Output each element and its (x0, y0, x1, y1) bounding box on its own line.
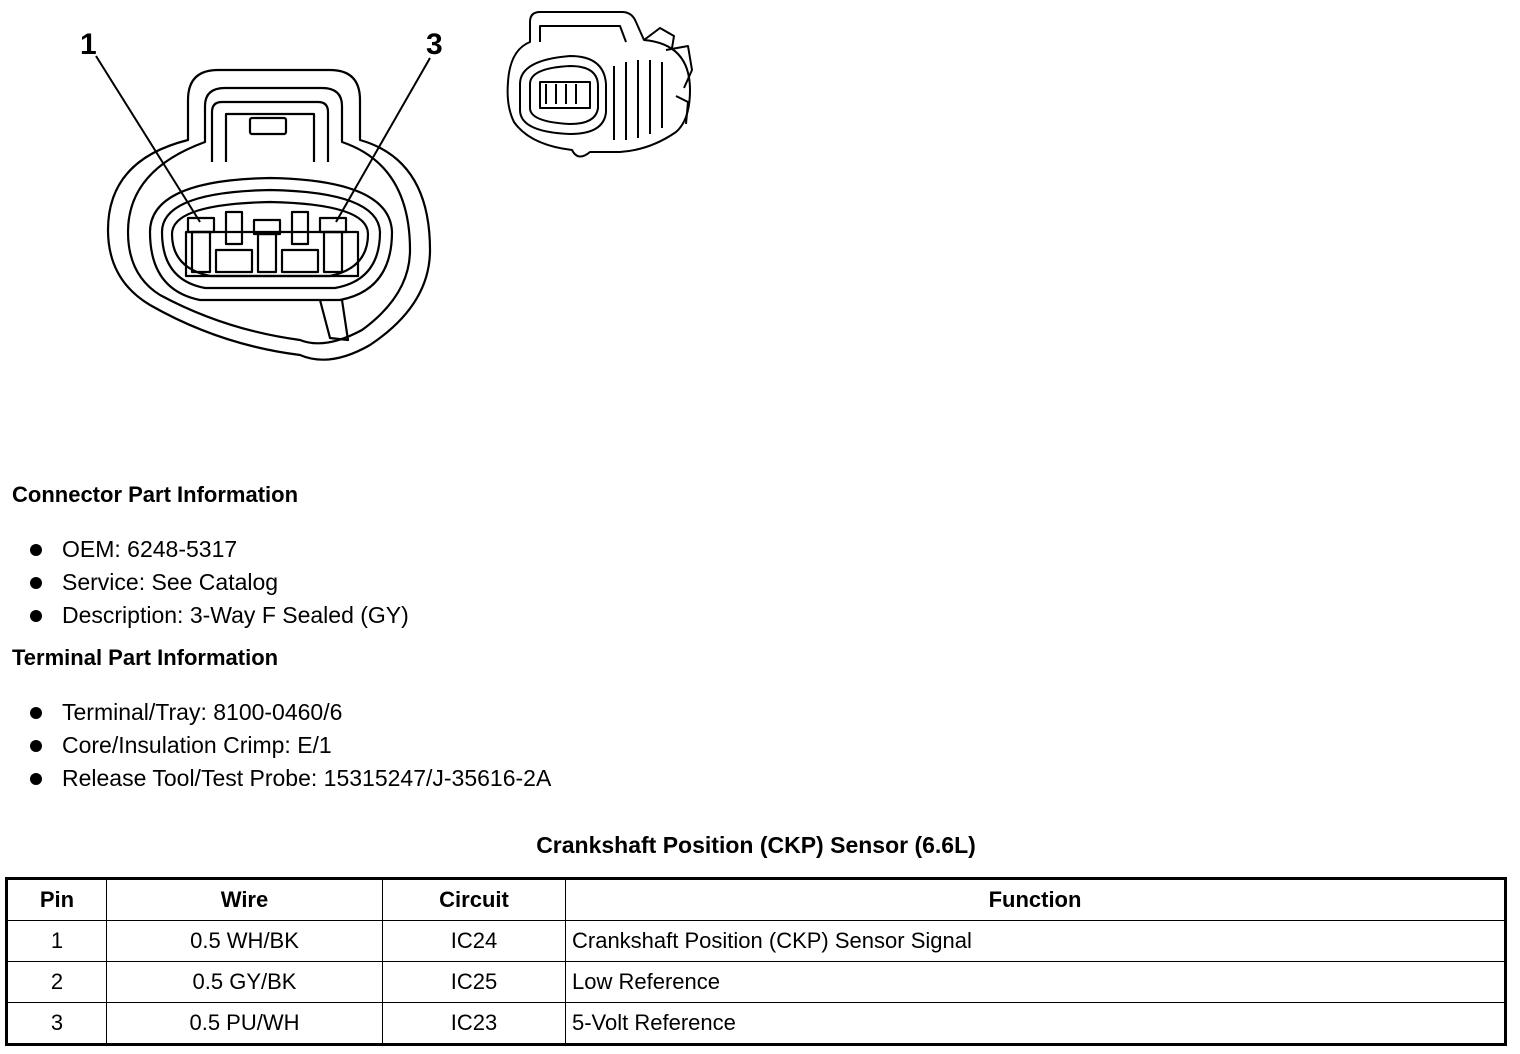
cell-pin: 1 (6, 920, 107, 962)
list-item: OEM: 6248-5317 (30, 533, 409, 566)
callout-leader-1 (95, 55, 201, 223)
connector-illustration: 1 3 (80, 11, 693, 361)
pinout-table: Pin Wire Circuit Function 1 0.5 WH/BK IC… (5, 877, 1507, 1046)
connector-inner-shell (126, 86, 412, 345)
table-header-row: Pin Wire Circuit Function (6, 878, 1506, 921)
terminal-info-heading: Terminal Part Information (12, 645, 279, 670)
column-header-circuit: Circuit (382, 878, 566, 921)
table-title: Crankshaft Position (CKP) Sensor (6.6L) (536, 832, 976, 858)
connector-outer-shell (106, 68, 432, 361)
table-row: 2 0.5 GY/BK IC25 Low Reference (6, 961, 1506, 1003)
cell-circuit: IC24 (382, 920, 566, 962)
cell-function: 5-Volt Reference (565, 1002, 1506, 1045)
list-item: Description: 3-Way F Sealed (GY) (30, 599, 409, 632)
connector-diagram: 1 3 (0, 0, 1520, 400)
terminal-info-list: Terminal/Tray: 8100-0460/6 Core/Insulati… (30, 696, 551, 795)
connector-info-list: OEM: 6248-5317 Service: See Catalog Desc… (30, 533, 409, 632)
locking-tab (210, 100, 330, 162)
cell-wire: 0.5 WH/BK (106, 920, 383, 962)
table-row: 3 0.5 PU/WH IC23 5-Volt Reference (6, 1002, 1506, 1045)
cell-function: Low Reference (565, 961, 1506, 1003)
list-item: Core/Insulation Crimp: E/1 (30, 729, 551, 762)
list-item: Terminal/Tray: 8100-0460/6 (30, 696, 551, 729)
cell-wire: 0.5 PU/WH (106, 1002, 383, 1045)
table-row: 1 0.5 WH/BK IC24 Crankshaft Position (CK… (6, 920, 1506, 962)
column-header-function: Function (565, 878, 1506, 921)
callout-label-1: 1 (80, 28, 97, 61)
callout-label-3: 3 (426, 28, 443, 61)
list-item: Service: See Catalog (30, 566, 409, 599)
list-item: Release Tool/Test Probe: 15315247/J-3561… (30, 762, 551, 795)
cell-circuit: IC23 (382, 1002, 566, 1045)
cell-wire: 0.5 GY/BK (106, 961, 383, 1003)
cell-circuit: IC25 (382, 961, 566, 1003)
callout-leader-3 (335, 57, 431, 223)
cavity-ring (148, 176, 394, 302)
column-header-wire: Wire (106, 878, 383, 921)
column-header-pin: Pin (6, 878, 107, 921)
connector-info-heading: Connector Part Information (12, 482, 299, 507)
cell-pin: 2 (6, 961, 107, 1003)
cell-function: Crankshaft Position (CKP) Sensor Signal (565, 920, 1506, 962)
cell-pin: 3 (6, 1002, 107, 1045)
connector-perspective-view (506, 11, 693, 158)
